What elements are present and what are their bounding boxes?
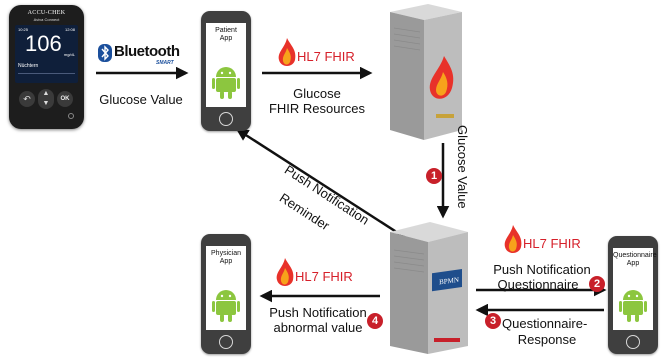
meter-left-button[interactable]: ↶ <box>19 91 35 107</box>
meter-nav-button[interactable]: ▲▼ <box>38 89 54 109</box>
meter-unit: mg/dL <box>63 52 75 57</box>
meter-reading: 106 <box>25 31 62 56</box>
physician-app-phone[interactable]: Physician App <box>201 234 251 354</box>
flame-icon <box>504 225 522 253</box>
server-icon <box>390 222 468 354</box>
label-response: Response <box>517 332 577 347</box>
arrow-bpmn-to-patient-app <box>235 128 413 244</box>
hl7-fhir-logo: HL7 FHIR <box>275 38 385 74</box>
hl7-fhir-logo: HL7 FHIR <box>273 258 383 294</box>
step-badge-1: 1 <box>426 168 442 184</box>
home-button[interactable] <box>219 112 233 126</box>
fhir-server <box>384 4 468 140</box>
bluetooth-brand: Bluetooth <box>114 43 180 60</box>
hl7-fhir-text: HL7 FHIR <box>295 269 353 284</box>
meter-model: Aviva Connect <box>33 17 60 22</box>
android-icon <box>619 290 647 322</box>
bluetooth-icon <box>98 44 112 62</box>
home-button[interactable] <box>219 335 233 349</box>
step-badge-3: 3 <box>485 313 501 329</box>
patient-app-screen: Patient App <box>206 23 246 107</box>
bluetooth-sub: SMART <box>156 60 174 66</box>
bpmn-server: BPMN <box>384 222 474 354</box>
meter-power-icon <box>68 113 74 119</box>
bluetooth-logo: Bluetooth SMART <box>96 43 186 67</box>
questionnaire-app-label: Questionnaire App <box>613 252 657 267</box>
hl7-fhir-logo: HL7 FHIR <box>501 225 611 261</box>
physician-app-label: Physician App <box>211 250 241 265</box>
label-glucose: Glucose <box>293 86 341 101</box>
label-push-notification-abnormal: Push Notification <box>269 305 367 320</box>
flame-icon <box>276 258 294 286</box>
patient-app-phone[interactable]: Patient App <box>201 11 251 131</box>
meter-display: 10:25 12:08 106 mg/dL Nüchtern <box>15 25 78 83</box>
label-questionnaire: Questionnaire <box>497 277 579 292</box>
home-button[interactable] <box>626 335 640 349</box>
meter-status-bar <box>18 73 75 79</box>
label-abnormal-value: abnormal value <box>273 320 363 335</box>
physician-app-screen: Physician App <box>206 246 246 330</box>
questionnaire-app-screen: Questionnaire App <box>613 248 657 330</box>
step-badge-2: 2 <box>589 276 605 292</box>
label-glucose-value-vertical: Glucose Value <box>455 125 470 209</box>
android-icon <box>212 290 240 322</box>
hl7-fhir-text: HL7 FHIR <box>297 49 355 64</box>
label-push-notification-questionnaire: Push Notification <box>493 262 591 277</box>
meter-tag: Nüchtern <box>18 63 39 69</box>
label-questionnaire-response: Questionnaire- <box>502 316 588 331</box>
flame-icon <box>278 38 296 66</box>
step-badge-4: 4 <box>367 313 383 329</box>
questionnaire-app-phone[interactable]: Questionnaire App <box>608 236 658 354</box>
server-icon <box>390 4 462 140</box>
meter-ok-button[interactable]: OK <box>57 91 73 107</box>
label-fhir-resources: FHIR Resources <box>268 101 366 116</box>
meter-brand: ACCU-CHEK <box>27 10 66 16</box>
meter-time: 10:25 <box>18 27 29 32</box>
patient-app-label: Patient App <box>215 27 237 42</box>
meter-date: 12:08 <box>64 27 75 32</box>
label-glucose-value: Glucose Value <box>99 92 183 107</box>
android-icon <box>212 67 240 99</box>
hl7-fhir-text: HL7 FHIR <box>523 236 581 251</box>
glucose-meter: ACCU-CHEK Aviva Connect 10:25 12:08 106 … <box>9 5 84 129</box>
